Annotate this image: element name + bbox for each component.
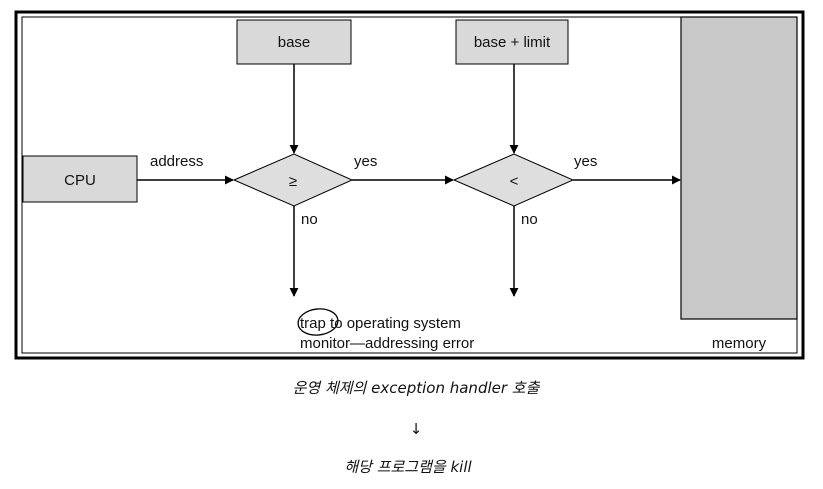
trap-handwritten-circle	[297, 308, 339, 336]
cpu-box	[22, 155, 138, 203]
base-label: base	[278, 34, 311, 51]
yes-label-2: yes	[574, 153, 597, 170]
base-limit-label: base + limit	[474, 34, 551, 51]
no-label-2: no	[521, 211, 538, 228]
trap-note-line1: trap to operating system	[300, 315, 461, 332]
diagram-frame-outer	[14, 10, 805, 360]
base-limit-box	[455, 19, 569, 65]
compare-lt-label: <	[510, 173, 519, 190]
handwritten-note-line1: 운영 체제의 exception handler 호출	[293, 379, 541, 397]
compare-ge-label: ≥	[289, 173, 297, 190]
base-box	[236, 19, 352, 65]
no-label-1: no	[301, 211, 318, 228]
memory-label: memory	[712, 335, 767, 352]
address-label: address	[150, 153, 203, 170]
trap-note-rest: to operating system	[326, 315, 461, 332]
handwritten-note-line2: 해당 프로그램을 kill	[344, 458, 472, 476]
trap-word: trap	[300, 315, 326, 332]
handwritten-down-arrow: ↓	[410, 420, 423, 438]
cpu-label: CPU	[64, 172, 96, 189]
memory-block	[680, 16, 798, 320]
yes-label-1: yes	[354, 153, 377, 170]
trap-note-line2: monitor—addressing error	[300, 335, 474, 352]
